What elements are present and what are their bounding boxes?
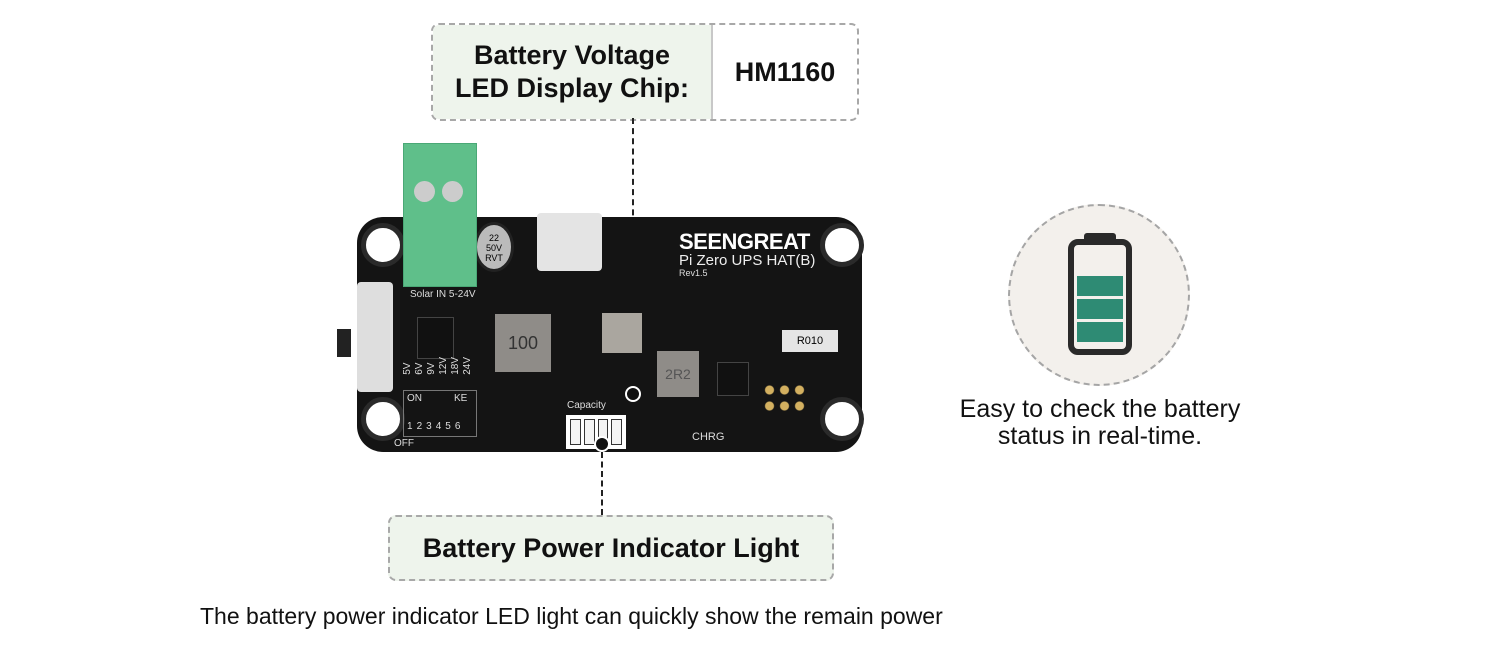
led-segment [570, 419, 581, 445]
battery-level-bar [1077, 322, 1123, 342]
dip-on-label: ON [407, 393, 422, 404]
screw-icon [442, 181, 463, 202]
voltage-label: 5V [402, 362, 413, 375]
voltage-label: 18V [450, 357, 461, 375]
resistor-r010: R010 [782, 330, 838, 352]
label-line2: LED Display Chip: [454, 73, 690, 103]
leader-dot-bottom [594, 436, 610, 452]
dip-number: 1 [407, 421, 413, 432]
dip-ke-label: KE [454, 393, 468, 404]
easy-line1: Easy to check the battery [959, 395, 1241, 423]
switch-lever[interactable] [337, 329, 351, 357]
mount-hole [820, 397, 864, 441]
cap-text: 22 [488, 233, 499, 243]
leader-dot-top [625, 386, 641, 402]
dip-number: 3 [426, 421, 432, 432]
easy-check-text: Easy to check the battery status in real… [900, 396, 1300, 450]
caption: The battery power indicator LED light ca… [200, 603, 943, 629]
slide-switch[interactable] [357, 282, 393, 392]
voltage-label: 6V [414, 362, 425, 375]
mount-hole [361, 397, 405, 441]
easy-line2: status in real-time. [997, 422, 1203, 450]
voltage-label: 24V [462, 357, 473, 375]
mount-hole [820, 223, 864, 267]
voltage-labels: 5V 6V 9V 12V 18V 24V [402, 357, 473, 375]
battery-icon [1068, 233, 1132, 355]
led-segment [611, 419, 622, 445]
chrg-label: CHRG [692, 431, 725, 443]
terminal-block [403, 143, 477, 287]
pogo-pins [762, 382, 806, 414]
dip-switch[interactable]: ON KE 1 2 3 4 5 6 [403, 390, 477, 437]
usb-c-port [537, 213, 602, 271]
pcb-board: SEENGREAT Pi Zero UPS HAT(B) Rev1.5 Sola… [337, 213, 864, 452]
dip-number: 6 [454, 421, 461, 432]
cap-text: RVT [485, 253, 503, 263]
dip-numbers: 1 2 3 4 5 6 [407, 421, 460, 432]
capacity-label: Capacity [567, 400, 606, 411]
capacity-led-bar [566, 415, 626, 449]
led-segment [583, 419, 595, 445]
indicator-light-callout: Battery Power Indicator Light [388, 515, 834, 581]
inductor [602, 313, 642, 353]
inductor-2r2: 2R2 [657, 351, 699, 397]
battery-level-bar [1077, 276, 1123, 296]
voltage-label: 12V [438, 357, 449, 375]
leader-line-bottom [601, 452, 603, 515]
screw-icon [414, 181, 435, 202]
dip-number: 2 [416, 421, 423, 432]
led-chip-value: HM1160 [734, 56, 836, 87]
dip-number: 4 [435, 421, 442, 432]
cap-text: 50V [485, 243, 502, 253]
mount-hole [361, 223, 405, 267]
model-label: Pi Zero UPS HAT(B) [679, 252, 816, 269]
brand-logo: SEENGREAT [679, 229, 810, 254]
ic-chip [417, 317, 454, 359]
revision-label: Rev1.5 [679, 268, 708, 278]
label-line1: Battery Voltage [473, 40, 671, 70]
solar-label: Solar IN 5-24V [410, 289, 476, 300]
dip-off-label: OFF [394, 438, 414, 449]
dip-number: 5 [445, 421, 451, 432]
battery-icon-circle [1008, 204, 1190, 386]
hm1160-chip [717, 362, 749, 396]
battery-level-bar [1077, 299, 1123, 319]
voltage-label: 9V [426, 362, 437, 375]
inductor-100: 100 [495, 314, 551, 372]
